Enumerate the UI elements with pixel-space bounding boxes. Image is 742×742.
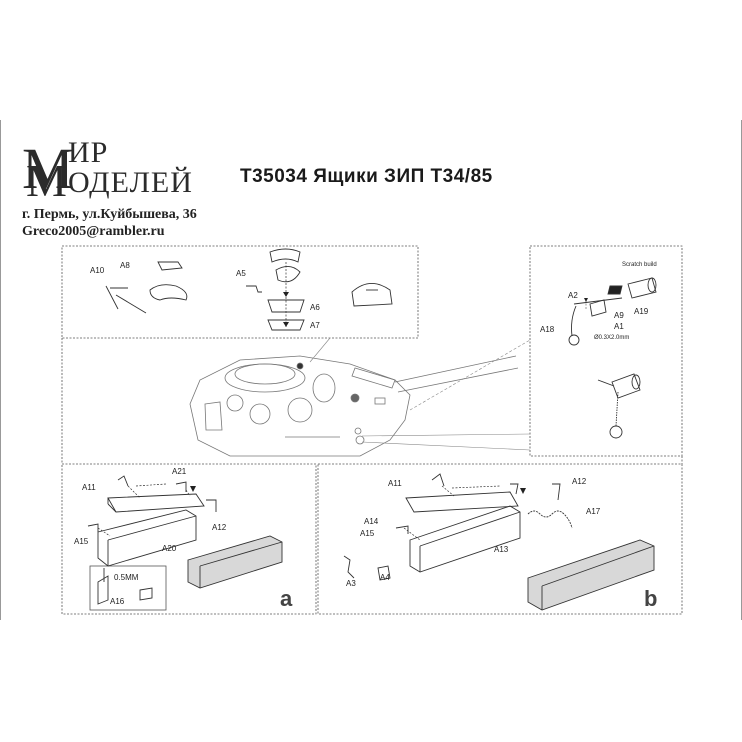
- page-edge-left: [0, 120, 1, 620]
- label-scratch-build: Scratch build: [622, 262, 657, 268]
- label-wire-0-5mm: 0.5MM: [114, 573, 139, 582]
- label-a8: A8: [120, 261, 130, 270]
- label-a7: A7: [310, 321, 320, 330]
- label-b-a11: A11: [388, 479, 402, 488]
- inset-frame-a16: [89, 565, 167, 611]
- label-a1: A1: [614, 322, 624, 331]
- label-a11: A11: [82, 483, 96, 492]
- page-title: T35034 Ящики ЗИП Т34/85: [240, 166, 493, 187]
- email: Greco2005@rambler.ru: [22, 224, 165, 239]
- logo-ir: ИР: [68, 136, 109, 169]
- label-b-a15: A15: [360, 529, 375, 538]
- panel-frame-top-left: [61, 245, 419, 339]
- panel-frame-a: [61, 463, 317, 615]
- top-left-parts: [105, 248, 393, 331]
- label-a9: A9: [614, 311, 624, 320]
- label-a21: A21: [172, 467, 187, 476]
- label-a16: A16: [110, 597, 125, 606]
- label-a10: A10: [90, 266, 105, 275]
- label-a14: A14: [364, 517, 379, 526]
- label-a15: A15: [74, 537, 89, 546]
- panel-frame-b: [317, 463, 683, 615]
- panel-letter-b: b: [644, 586, 658, 611]
- address: г. Пермь, ул.Куйбышева, 36: [22, 207, 197, 222]
- tank-outline: [189, 355, 519, 457]
- panel-frame-top-right: [529, 245, 683, 457]
- label-a18: A18: [540, 325, 555, 334]
- label-a17: A17: [586, 507, 601, 516]
- label-b-a12: A12: [572, 477, 587, 486]
- label-a5: A5: [236, 269, 246, 278]
- panel-b-parts: [343, 473, 655, 611]
- label-a4: A4: [380, 573, 390, 582]
- label-a2: A2: [568, 291, 578, 300]
- label-a6: A6: [310, 303, 320, 312]
- label-a19: A19: [634, 307, 649, 316]
- panel-letter-a: a: [280, 586, 293, 611]
- label-a3: A3: [346, 579, 356, 588]
- label-a12: A12: [212, 523, 227, 532]
- label-a20: A20: [162, 544, 177, 553]
- logo-odeley: ОДЕЛЕЙ: [68, 166, 193, 199]
- logo-letter-m2: М: [26, 155, 67, 206]
- panel-a-parts: [87, 475, 283, 605]
- label-wire-dimension: Ø0.3X2.0mm: [594, 335, 630, 341]
- top-right-parts: [568, 277, 657, 439]
- label-a13: A13: [494, 545, 509, 554]
- logo-letter-m: М: [22, 136, 74, 201]
